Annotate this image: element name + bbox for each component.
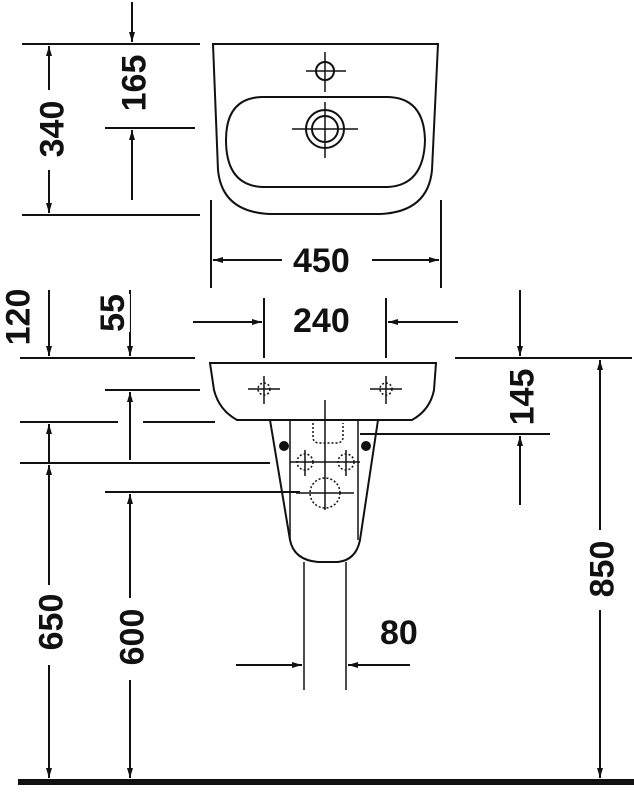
front-view-basin: [208, 362, 438, 421]
dim-rim-height-label: 850: [583, 540, 622, 598]
dim-tap-spacing-label: 240: [293, 302, 350, 340]
dim-rim-to-fix-label: 55: [93, 294, 132, 332]
pedestal: [269, 400, 379, 690]
dim-depth-label: 340: [33, 100, 72, 158]
dim-tap-offset-label: 165: [115, 54, 154, 112]
dim-width-label: 450: [293, 242, 350, 280]
dim-600-label: 600: [113, 608, 152, 666]
dim-basin-height-label: 145: [503, 368, 542, 426]
dim-rim-to-top-fix-label: 120: [0, 288, 38, 346]
dim-650-label: 650: [32, 593, 71, 651]
dim-pedestal-gap-label: 80: [380, 614, 418, 652]
top-view-basin: [211, 43, 440, 215]
